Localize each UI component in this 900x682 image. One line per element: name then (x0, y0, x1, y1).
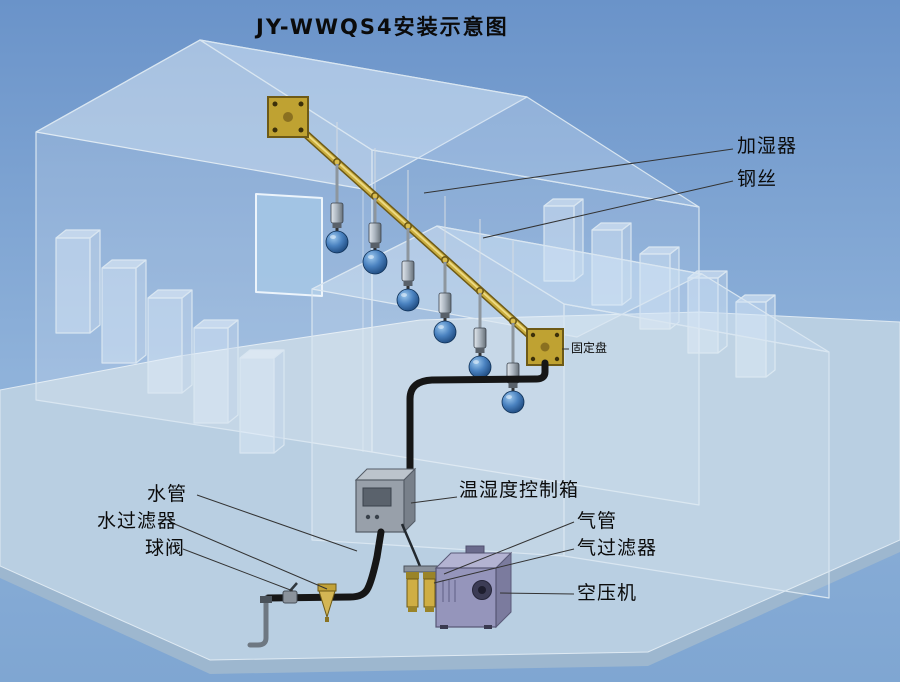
control-box-display (362, 487, 392, 507)
humidifier-units (325, 164, 525, 414)
water-filter (317, 583, 337, 622)
nozzle-ball (362, 249, 388, 275)
water-pipe-leader-line (196, 494, 358, 552)
pillar (239, 349, 285, 454)
humidifier-unit (325, 164, 349, 254)
water-feed-pipe-upper (406, 359, 549, 475)
air-compressor-label: 空压机 (577, 582, 638, 604)
air-filter-unit (406, 572, 419, 612)
control-box-leader-line (410, 496, 458, 504)
control-box (354, 467, 417, 534)
nozzle-ball (468, 355, 492, 379)
left-wall-pillars (55, 229, 285, 454)
water-feed-pipe-lower (264, 528, 385, 602)
steel-wires (336, 122, 514, 321)
humidifier-unit (468, 293, 492, 379)
humidifier-unit (433, 262, 457, 344)
nozzle-ball (396, 288, 420, 312)
air-filter-leader-line (433, 548, 575, 584)
water-filter-leader-line (169, 521, 328, 590)
control-box-label: 温湿度控制箱 (459, 479, 580, 501)
pillar (55, 229, 101, 334)
mounting-plate (267, 96, 309, 138)
main-front-gable-wall (35, 39, 373, 453)
leader-lines (169, 148, 734, 595)
air-compressor (434, 545, 513, 629)
control-box-button (365, 514, 371, 520)
air-filters (403, 565, 439, 612)
compressor-leader-line (499, 592, 575, 595)
pillar (591, 222, 632, 306)
nozzle-ball (501, 390, 525, 414)
ground-equipment (247, 359, 549, 648)
water-inlet-pipe (247, 595, 272, 648)
ball-valve (282, 582, 298, 604)
front-wall-window (255, 193, 323, 297)
nozzle-ball (433, 320, 457, 344)
pillar (687, 270, 728, 354)
fitting (371, 192, 379, 200)
annex-back-gable-edge (576, 273, 703, 338)
pillar (101, 259, 147, 364)
steel-wire-leader-line (482, 180, 734, 239)
spray-system (267, 96, 564, 414)
pipe-fittings (333, 158, 517, 325)
nozzle-ball (325, 230, 349, 254)
fitting (509, 317, 517, 325)
humidifier-unit (396, 228, 420, 312)
humidifier-unit (362, 198, 388, 275)
air-filter-label: 气过滤器 (577, 537, 658, 559)
air-pipe-leader-line (443, 521, 575, 575)
gold-spray-pipe (285, 115, 547, 351)
humidifier-leader-line (423, 148, 734, 194)
steel-wire-label: 钢丝 (737, 168, 778, 190)
pillar (193, 319, 239, 424)
pillar (147, 289, 193, 394)
ball-valve-leader-line (182, 548, 294, 592)
fitting (476, 287, 484, 295)
control-box-button (374, 514, 380, 520)
building (35, 39, 830, 599)
ball-valve-label: 球阀 (145, 537, 186, 559)
fixing-plate-label: 固定盘 (571, 341, 608, 355)
water-pipe-label: 水管 (147, 483, 188, 505)
humidifier-label: 加湿器 (737, 135, 798, 157)
fitting (404, 222, 412, 230)
pillar (639, 246, 680, 330)
fitting (441, 256, 449, 264)
diagram-title: JY-WWQS4安装示意图 (256, 15, 509, 39)
air-pipe-label: 气管 (577, 510, 618, 532)
air-filter-unit (423, 572, 436, 612)
fitting (333, 158, 341, 166)
water-filter-label: 水过滤器 (97, 510, 178, 532)
